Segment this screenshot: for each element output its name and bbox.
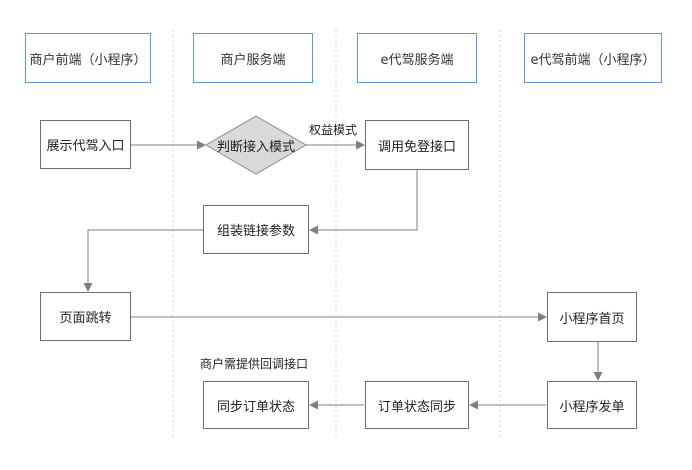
node-page-jump: 页面跳转 bbox=[40, 292, 131, 341]
lane-header-merchant-frontend: 商户前端（小程序） bbox=[25, 33, 151, 83]
annotation-rights-mode: 权益模式 bbox=[309, 123, 358, 137]
annotation-callback-note: 商户需提供回调接口 bbox=[200, 357, 309, 371]
arrow-login-to-params bbox=[309, 170, 418, 235]
lane-header-merchant-server: 商户服务端 bbox=[193, 33, 313, 83]
node-mini-order: 小程序发单 bbox=[547, 381, 637, 429]
node-mini-home: 小程序首页 bbox=[547, 292, 637, 342]
node-judge-mode-label: 判断接入模式 bbox=[216, 139, 295, 155]
node-assemble-params: 组装链接参数 bbox=[203, 205, 309, 254]
lane-header-edaijia-frontend: e代驾前端（小程序） bbox=[524, 33, 662, 83]
judge-mode-diamond bbox=[205, 115, 307, 175]
node-call-login: 调用免登接口 bbox=[365, 120, 469, 170]
node-sync-status: 同步订单状态 bbox=[203, 381, 309, 429]
arrow-params-to-jump bbox=[83, 229, 203, 292]
node-show-entry: 展示代驾入口 bbox=[40, 120, 131, 169]
node-order-sync: 订单状态同步 bbox=[365, 381, 469, 429]
lane-header-edaijia-server: e代驾服务端 bbox=[357, 33, 477, 83]
